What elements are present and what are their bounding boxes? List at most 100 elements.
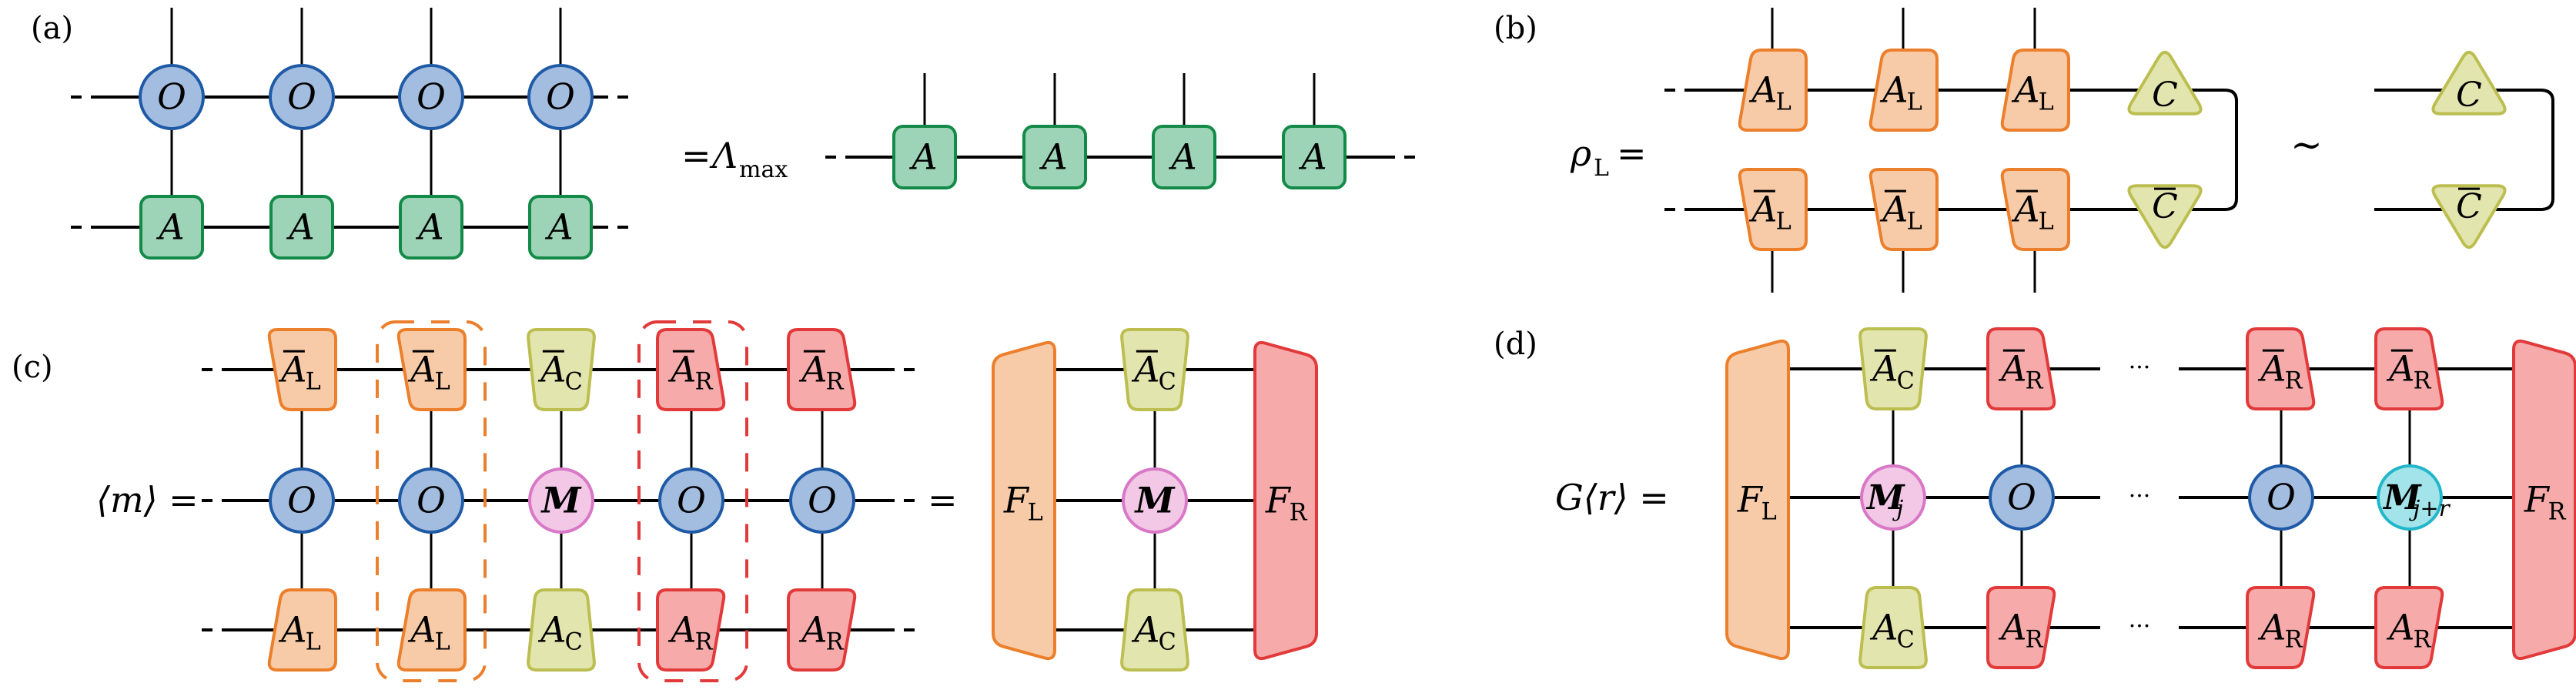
- ket-tensor: [396, 588, 467, 672]
- operator-M-j-plus-r: [2377, 464, 2443, 531]
- mpo-tensor-O: [1989, 464, 2055, 531]
- left-canonical-conj-tensor: [2000, 168, 2070, 251]
- tensor-symbol: A: [415, 206, 443, 248]
- lambda-symbol: Λ: [709, 135, 738, 176]
- left-canonical-tensor: [1738, 49, 1808, 132]
- ket-conj-tensor: [267, 328, 337, 411]
- ket-conj-tensor: [787, 328, 857, 411]
- tensor-subscript: R: [2414, 626, 2432, 653]
- tensor-subscript: C: [565, 628, 583, 655]
- tensor-symbol: M: [2382, 478, 2422, 518]
- equals-sign: =: [1617, 132, 1647, 174]
- tensor-label: AL: [278, 609, 321, 656]
- tensor-label: AC: [537, 349, 583, 396]
- mpo-tensor-O: [398, 64, 464, 130]
- tensor-label: O: [2007, 477, 2036, 518]
- tensor-symbol: M: [1134, 480, 1176, 521]
- ellipsis: ···: [2129, 483, 2151, 510]
- tensor-symbol: A: [667, 609, 696, 651]
- equals-sign: =: [928, 479, 958, 521]
- tensor-label: FL: [1737, 479, 1777, 526]
- tensor-subscript: R: [826, 368, 845, 395]
- bra-tensor: [1858, 327, 1928, 410]
- tensor-subscript: L: [306, 628, 321, 655]
- tensor-subscript: C: [1897, 626, 1915, 653]
- tensor-subscript: R: [2285, 626, 2303, 653]
- tensor-symbol: F: [1265, 480, 1292, 521]
- right-transfer-highlight: [637, 320, 748, 682]
- mps-tensor-A: [399, 195, 463, 260]
- tensor-symbol: A: [667, 349, 696, 390]
- tensor-symbol: A: [537, 609, 566, 651]
- tensor-label: AR: [798, 349, 844, 396]
- bra-tensor: [2246, 327, 2316, 410]
- tensor-symbol: A: [1748, 189, 1777, 230]
- tensor-label: AL: [1879, 69, 1922, 116]
- tensor-label: AL: [407, 609, 450, 656]
- tensor-label: O: [2267, 477, 2296, 518]
- tensor-symbol: A: [1998, 348, 2026, 390]
- tensor-subscript: C: [1159, 368, 1176, 395]
- tensor-subscript: L: [435, 628, 450, 655]
- tensor-subscript: L: [1761, 498, 1777, 525]
- tensor-symbol: A: [407, 609, 436, 651]
- tensor-symbol: A: [798, 349, 827, 390]
- tensor-label: AC: [1131, 349, 1176, 396]
- center-tensor-C: [2127, 50, 2203, 116]
- tensor-label: C: [2152, 187, 2178, 226]
- tensor-symbol: A: [537, 349, 566, 390]
- bra-tensor: [1986, 327, 2056, 410]
- tensor-symbol: O: [287, 480, 316, 521]
- tensor-symbol: A: [2257, 607, 2286, 648]
- tensor-label: O: [677, 480, 706, 521]
- right-environment-FR: [1253, 340, 1318, 661]
- magnetization-lhs: ⟨m⟩ =: [96, 479, 199, 521]
- ket-tensor: [527, 588, 596, 672]
- left-canonical-conj-tensor: [1868, 168, 1939, 251]
- tensor-symbol: O: [157, 76, 186, 118]
- tensor-subscript: C: [1897, 367, 1915, 394]
- tensor-nodes: [139, 49, 2576, 672]
- tensor-symbol: O: [2267, 477, 2296, 518]
- tensor-label: O: [287, 76, 316, 118]
- tensor-symbol: A: [2257, 348, 2286, 390]
- tensor-subscript: R: [2026, 367, 2044, 394]
- center-tensor-C: [2431, 50, 2507, 116]
- left-environment-FL: [992, 340, 1056, 661]
- tensor-subscript: R: [826, 628, 845, 655]
- tensor-symbol: A: [1879, 69, 1908, 111]
- tensor-symbol: A: [2011, 189, 2039, 230]
- tensor-label: AC: [1131, 609, 1176, 656]
- tensor-subscript: R: [2414, 367, 2432, 394]
- tensor-subscript: L: [1776, 208, 1791, 235]
- mps-tensor-A: [1282, 125, 1347, 189]
- left-canonical-tensor: [2000, 49, 2070, 132]
- tensor-subscript: R: [2026, 626, 2044, 653]
- tensor-symbol: O: [546, 76, 575, 118]
- panel-c-label: (c): [12, 350, 53, 385]
- similar-sign: ∼: [2290, 122, 2323, 167]
- tensor-symbol: A: [2386, 348, 2414, 390]
- left-canonical-tensor: [1868, 49, 1939, 132]
- ket-tensor: [2246, 586, 2316, 669]
- tensor-label: AR: [2386, 348, 2431, 395]
- tensor-label: AR: [2257, 348, 2303, 395]
- correlation-lhs: G⟨r⟩ =: [1555, 477, 1669, 518]
- ellipsis: ···: [2129, 613, 2151, 640]
- tensor-symbol: F: [1737, 479, 1764, 521]
- tensor-symbol: A: [1869, 348, 1898, 390]
- tensor-symbol: F: [2524, 479, 2551, 521]
- mps-tensor-A: [139, 195, 204, 260]
- left-transfer-highlight: [376, 320, 487, 682]
- ket-tensor: [787, 588, 857, 672]
- tensor-subscript: L: [1776, 89, 1791, 116]
- tensor-label: O: [417, 480, 446, 521]
- tensor-subscript: R: [695, 368, 714, 395]
- left-canonical-conj-tensor: [1738, 168, 1808, 251]
- ket-conj-tensor: [527, 328, 596, 411]
- tensor-label: AC: [1869, 348, 1915, 395]
- tensor-label: A: [1168, 136, 1196, 178]
- tensor-symbol: A: [2011, 69, 2039, 111]
- mps-tensor-A: [269, 195, 334, 260]
